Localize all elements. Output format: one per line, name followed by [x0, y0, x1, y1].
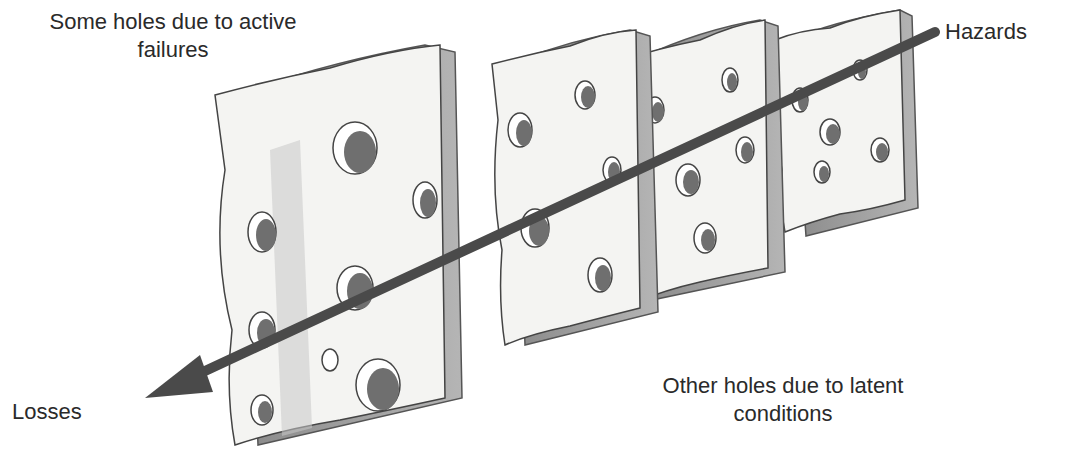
annotation-label: Other holes due to latent conditions	[648, 372, 918, 427]
cheese-slice	[215, 45, 462, 445]
hazard-arrow	[145, 32, 935, 398]
outcome-label: Losses	[12, 398, 122, 426]
cheese-slice	[492, 30, 658, 345]
cheese-slice	[775, 10, 918, 236]
source-label: Hazards	[945, 18, 1055, 46]
annotation-label: Some holes due to active failures	[48, 8, 298, 63]
